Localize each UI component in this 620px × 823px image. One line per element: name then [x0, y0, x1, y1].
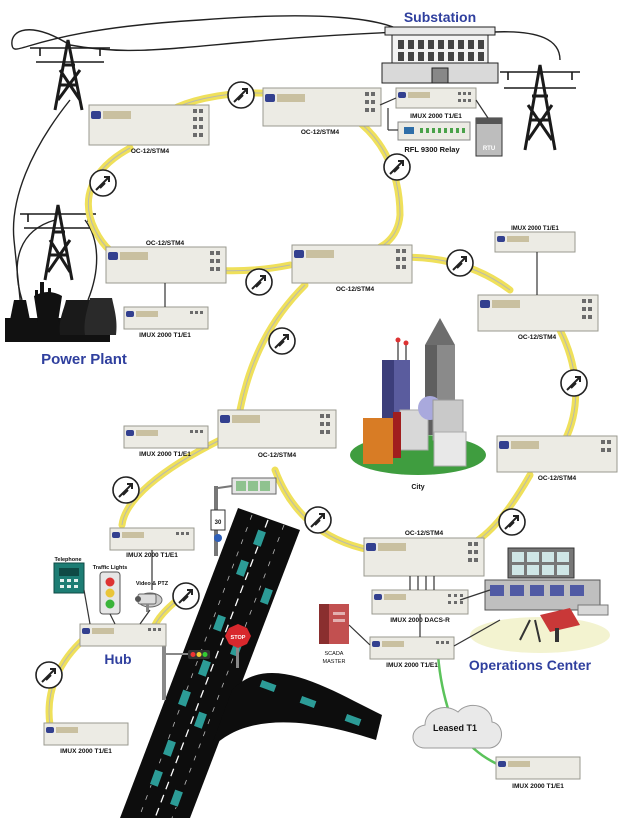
optical-node-icon	[89, 169, 117, 197]
power-line	[12, 99, 71, 319]
device-label: OC-12/STM4	[405, 530, 444, 537]
power-line	[84, 219, 98, 301]
hub-label: Hub	[104, 651, 131, 667]
telephone-label: Telephone	[54, 557, 81, 563]
traffic-pole	[162, 624, 251, 700]
optical-node-icon	[227, 81, 255, 109]
speed-sign-label: 30	[215, 520, 222, 526]
tower-icon	[500, 64, 580, 151]
operations-center-label: Operations Center	[469, 657, 592, 673]
device-chassis	[43, 87, 618, 780]
telephone-icon	[53, 562, 85, 594]
power-line	[492, 31, 561, 61]
device-label: IMUX 2000 DACS-R	[390, 617, 450, 624]
optical-node-icon	[245, 268, 273, 296]
power-line	[69, 31, 401, 52]
power-line	[16, 219, 56, 301]
optical-node-icon	[446, 249, 474, 277]
city-icon	[350, 318, 486, 475]
optical-node-icon	[172, 582, 200, 610]
device-label: OC-12/STM4	[518, 334, 557, 341]
device-label: OC-12/STM4	[146, 240, 185, 247]
scada-label: SCADA	[325, 651, 344, 657]
power-line	[11, 15, 401, 50]
device-label: IMUX 2000 T1/E1	[511, 226, 559, 232]
device-label: IMUX 2000 T1/E1	[386, 662, 438, 669]
device-label: OC-12/STM4	[131, 148, 170, 155]
rtu-icon	[475, 117, 503, 157]
tower-icon	[20, 204, 96, 281]
vehicle-icon	[148, 528, 363, 808]
rfl-relay-icon	[397, 121, 471, 141]
road	[120, 508, 382, 819]
city-label: City	[411, 484, 424, 491]
master-label: MASTER	[323, 659, 346, 665]
traffic-light-icon	[99, 571, 121, 615]
camera-icon	[135, 592, 163, 612]
optical-node-icon	[112, 476, 140, 504]
traffic-lights-label: Traffic Lights	[93, 565, 128, 571]
leased-link	[436, 654, 452, 716]
signal-pole	[210, 477, 277, 556]
device-label: IMUX 2000 T1/E1	[139, 451, 191, 458]
device-label: IMUX 2000 T1/E1	[60, 748, 112, 755]
scada-master-icon	[319, 604, 349, 644]
device-label: OC-12/STM4	[336, 286, 375, 293]
stop-sign-label: STOP	[231, 635, 246, 641]
cloud-icon	[412, 704, 502, 749]
tower-icon	[30, 39, 110, 111]
power-plant-label: Power Plant	[41, 351, 127, 368]
leased-t1-label: Leased T1	[433, 723, 477, 733]
power-plant-icon	[5, 282, 117, 342]
optical-node-icon	[35, 661, 63, 689]
device-label: OC-12/STM4	[258, 452, 297, 459]
device-label: OC-12/STM4	[538, 475, 577, 482]
connection-lines	[83, 97, 538, 647]
optical-node-icon	[304, 506, 332, 534]
optical-node-icon	[383, 153, 411, 181]
optical-node-icon	[498, 508, 526, 536]
optical-node-icon	[560, 369, 588, 397]
operations-center-icon	[470, 547, 610, 653]
device-label: IMUX 2000 T1/E1	[410, 113, 462, 120]
rfl-relay-label: RFL 9300 Relay	[404, 145, 460, 154]
substation-label: Substation	[404, 9, 476, 25]
device-label: IMUX 2000 T1/E1	[126, 552, 178, 559]
substation-building	[381, 26, 499, 84]
video-ptz-label: Video & PTZ	[136, 581, 169, 587]
device-label: IMUX 2000 T1/E1	[512, 783, 564, 790]
device-label: IMUX 2000 T1/E1	[139, 332, 191, 339]
optical-node-icon	[268, 327, 296, 355]
rtu-label: RTU	[483, 146, 495, 152]
device-label: OC-12/STM4	[301, 129, 340, 136]
